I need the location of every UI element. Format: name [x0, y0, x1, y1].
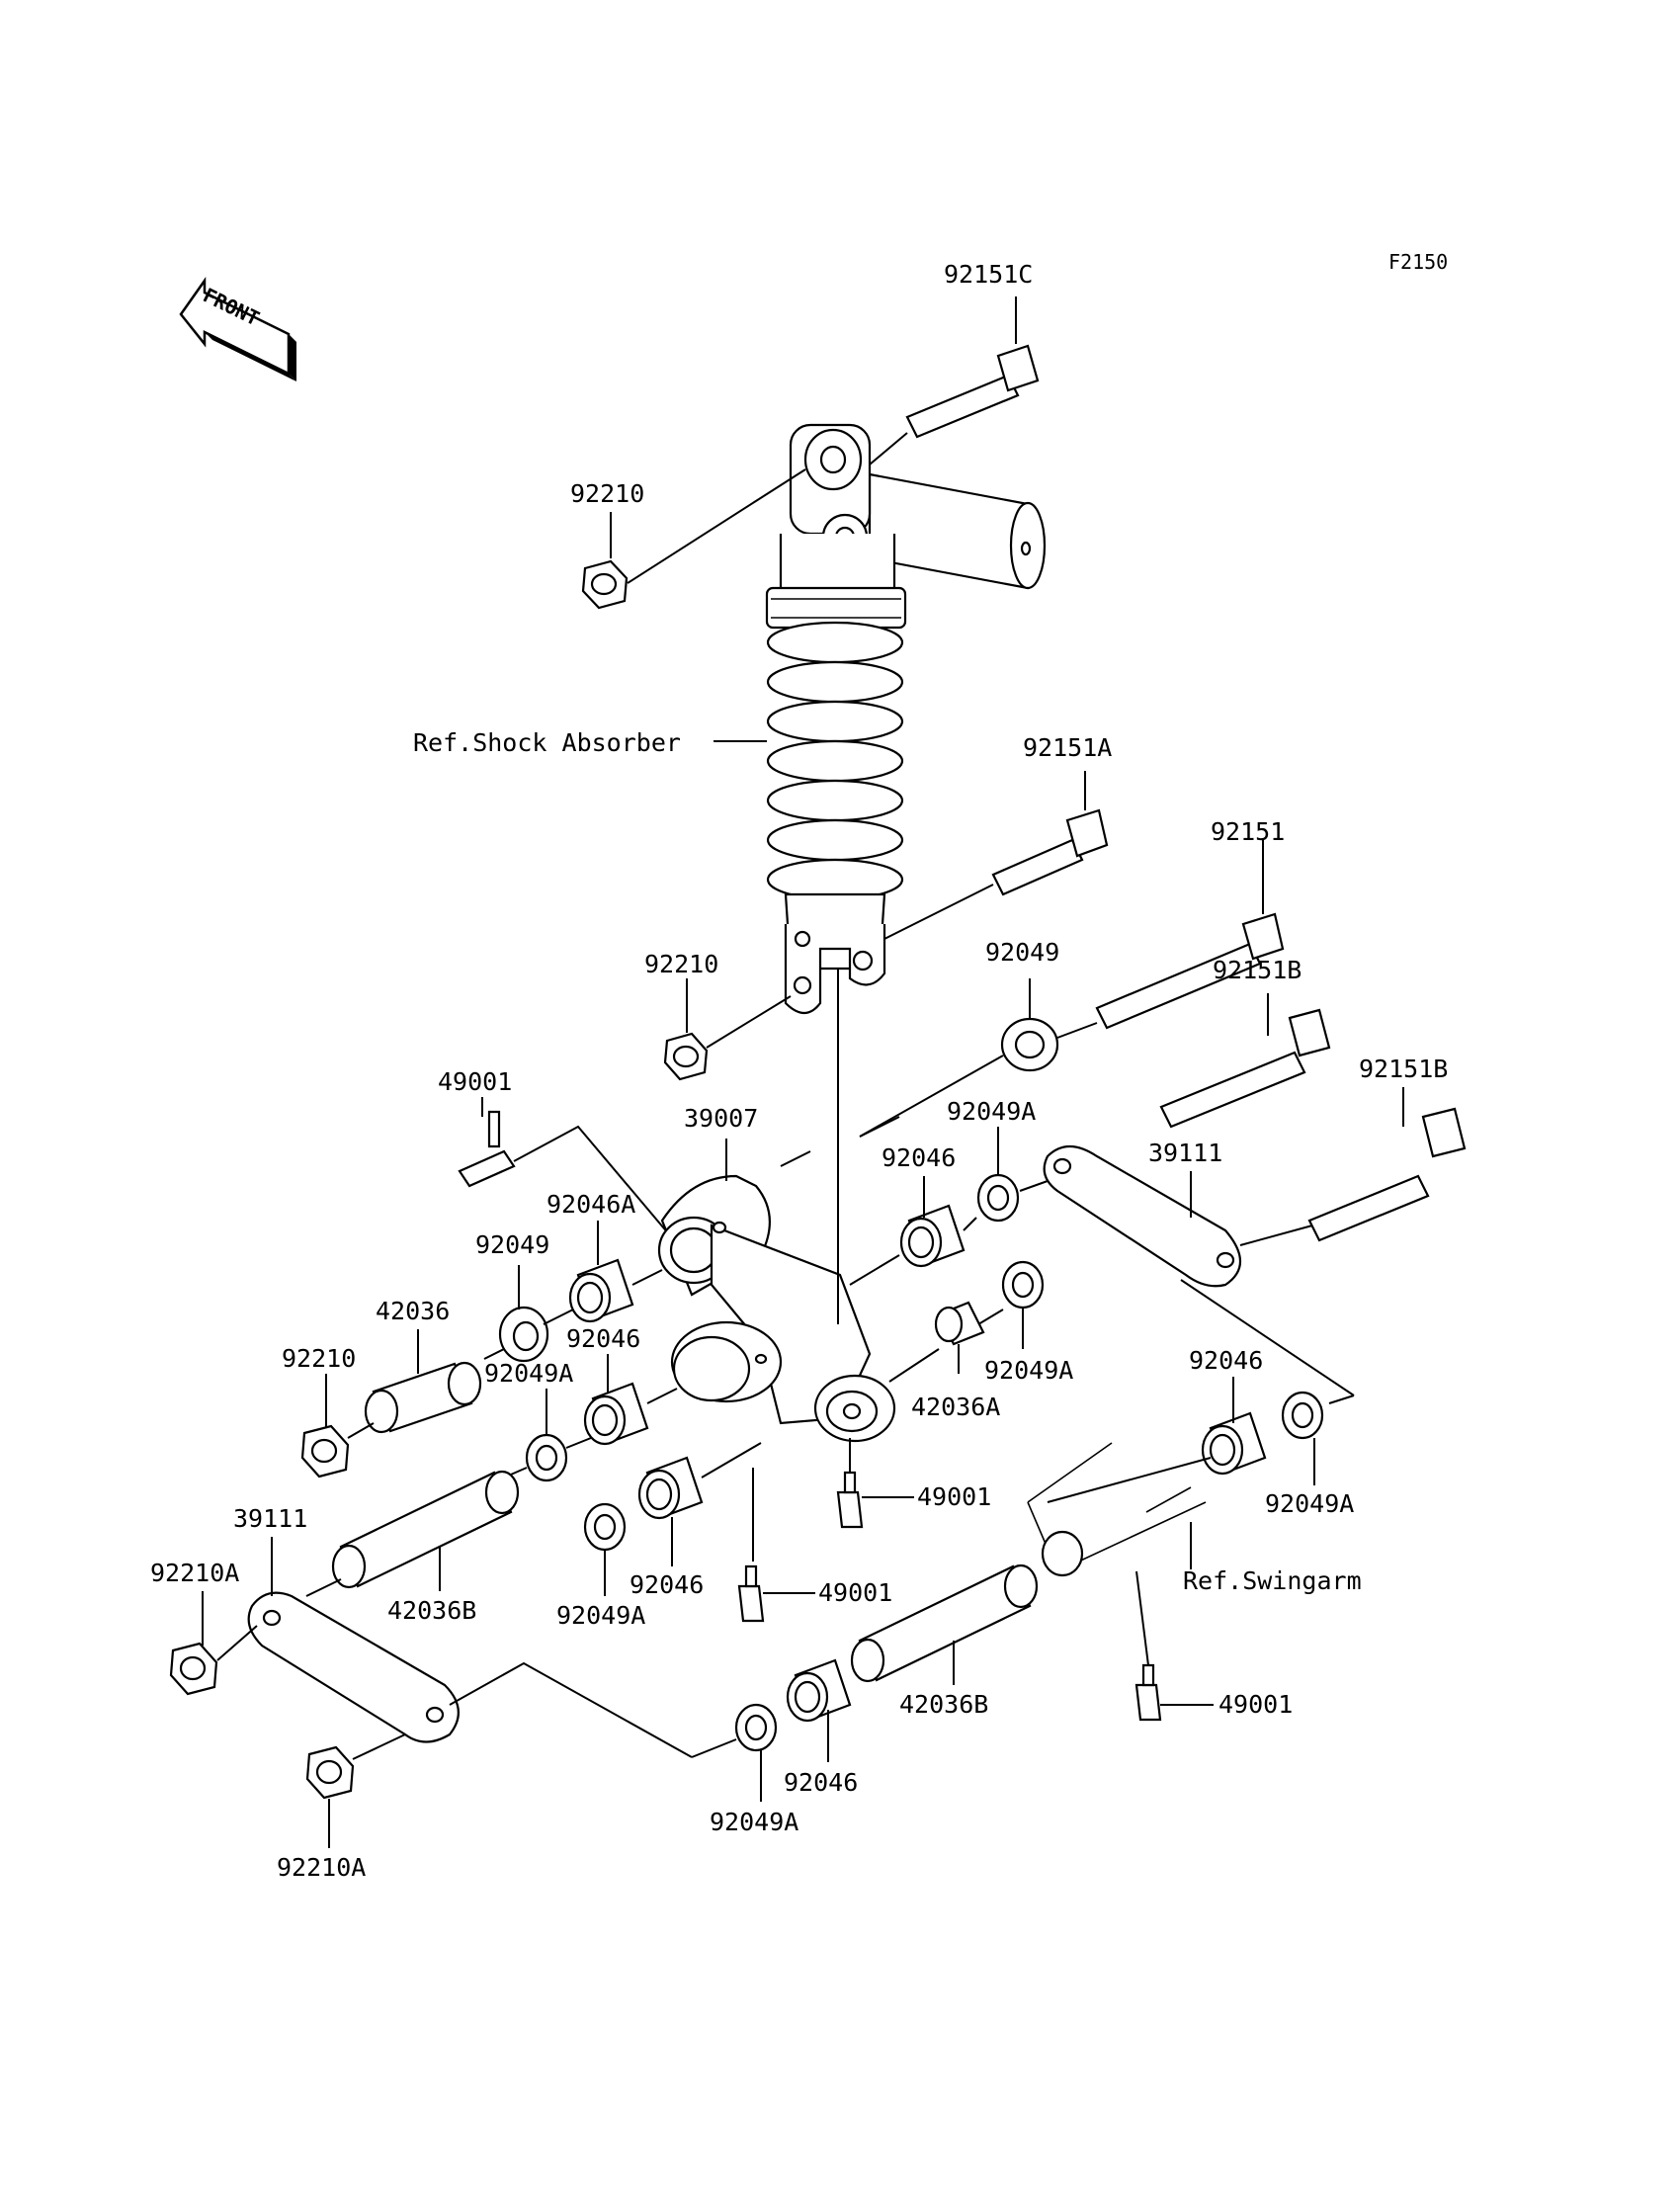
collar-42036B-2 [850, 1563, 1039, 1683]
label-39111-left: 39111 [233, 1504, 307, 1533]
label-92151B-2: 92151B [1359, 1055, 1448, 1083]
label-42036A: 42036A [911, 1393, 1000, 1421]
label-49001-right: 49001 [1218, 1690, 1293, 1719]
bearing-92046A [568, 1258, 634, 1323]
bearing-92046-right2 [1201, 1411, 1267, 1476]
bolt-92151A [991, 808, 1109, 896]
nut-92210-left [300, 1424, 350, 1479]
label-49001-center: 49001 [917, 1482, 991, 1511]
bolt-92151B-2 [1307, 1107, 1467, 1242]
collar-42036A [934, 1301, 985, 1346]
washer-92049A-5 [583, 1502, 627, 1552]
label-92210-mid: 92210 [644, 950, 718, 978]
nut-92210-upper [581, 559, 629, 610]
label-92049-left: 92049 [475, 1230, 549, 1259]
label-92049-upper: 92049 [985, 938, 1059, 967]
label-92210A-2: 92210A [277, 1853, 366, 1882]
label-92046-right: 92046 [882, 1143, 956, 1172]
label-92049A-5: 92049A [556, 1601, 645, 1630]
bearing-92046-right [899, 1204, 966, 1268]
nut-92210-mid [663, 1032, 709, 1081]
rocker-arm-39007 [657, 1174, 896, 1443]
label-42036: 42036 [376, 1297, 450, 1325]
washer-92049-upper [1000, 1017, 1059, 1072]
shock-absorber [765, 423, 1047, 1015]
label-92046-right2: 92046 [1189, 1346, 1263, 1375]
bolt-92151 [1095, 912, 1285, 1030]
label-92049A-1: 92049A [947, 1097, 1036, 1126]
grease-nipple-49001-low [737, 1564, 765, 1623]
label-92049A-4: 92049A [1265, 1489, 1354, 1518]
label-42036B-2: 42036B [899, 1690, 988, 1719]
bolt-92151C [905, 344, 1040, 439]
bolt-92151B-1 [1159, 1008, 1331, 1129]
label-49001-low: 49001 [818, 1578, 892, 1607]
label-92210-upper: 92210 [570, 479, 644, 508]
label-92151B-1: 92151B [1213, 956, 1302, 984]
grease-nipple-49001-left [458, 1110, 516, 1188]
label-92210-left: 92210 [282, 1344, 356, 1373]
label-92046-left2: 92046 [566, 1324, 640, 1353]
washer-92049A-4 [1281, 1391, 1324, 1440]
label-92049A-6: 92049A [710, 1808, 798, 1836]
label-ref-shock-absorber: Ref.Shock Absorber [413, 728, 681, 757]
label-39111-right: 39111 [1148, 1139, 1222, 1167]
washer-92049A-6 [734, 1703, 778, 1752]
washer-92049A-2 [525, 1433, 568, 1482]
nut-92210A-1 [169, 1642, 218, 1696]
label-92151: 92151 [1211, 817, 1285, 846]
label-42036B-1: 42036B [387, 1596, 476, 1625]
nut-92210A-2 [305, 1745, 355, 1800]
label-92046-low: 92046 [630, 1570, 704, 1599]
washer-92049-left [498, 1306, 549, 1363]
label-92151A: 92151A [1023, 733, 1112, 762]
washer-92049A-1 [976, 1173, 1020, 1223]
swingarm-ref [1027, 1442, 1207, 1577]
label-92046A: 92046A [546, 1190, 635, 1219]
label-ref-swingarm: Ref.Swingarm [1183, 1566, 1362, 1595]
tie-rod-39111-left [247, 1591, 460, 1743]
bearing-92046-low [637, 1456, 704, 1520]
label-49001-left: 49001 [438, 1067, 512, 1096]
label-92210A-1: 92210A [150, 1559, 239, 1587]
label-92049A-3: 92049A [984, 1356, 1073, 1385]
label-92049A-2: 92049A [484, 1359, 573, 1388]
bearing-92046-bottom [786, 1658, 852, 1723]
label-39007: 39007 [684, 1104, 758, 1133]
front-arrow-icon: FRONT [179, 277, 296, 381]
tie-rod-39111-right [1043, 1144, 1241, 1288]
figure-code: F2150 [1388, 250, 1448, 274]
grease-nipple-49001-right [1134, 1663, 1162, 1722]
grease-nipple-49001-center [836, 1471, 864, 1529]
bearing-92046-left2 [583, 1382, 649, 1446]
washer-92049A-3 [1001, 1260, 1045, 1310]
collar-42036B-1 [331, 1470, 520, 1589]
label-92151C: 92151C [944, 260, 1033, 289]
label-92046-bottom: 92046 [784, 1768, 858, 1797]
collar-42036 [364, 1361, 482, 1434]
